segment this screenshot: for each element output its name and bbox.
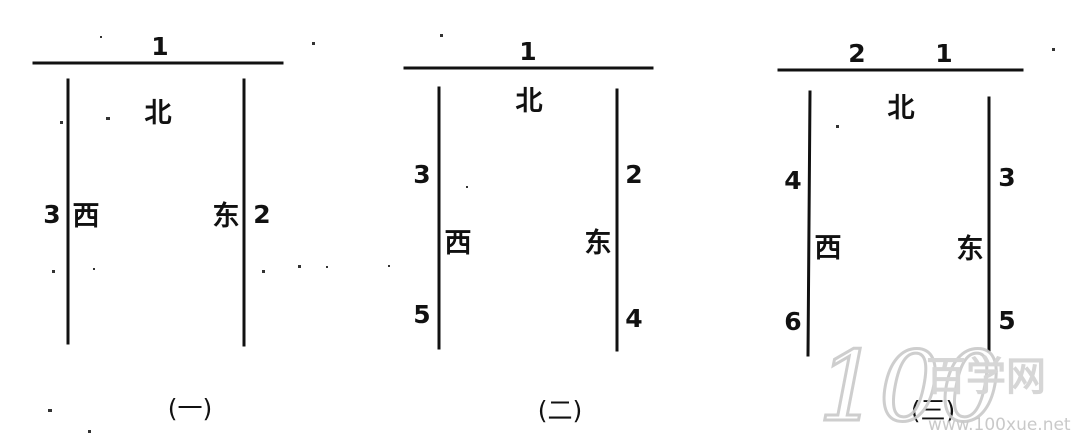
speck bbox=[52, 270, 55, 273]
speck bbox=[88, 430, 91, 433]
speck bbox=[48, 409, 52, 412]
watermark-url: www.100xue.net bbox=[928, 415, 1071, 435]
fig2-east-label: 东 bbox=[585, 227, 612, 259]
fig3-east-label: 东 bbox=[957, 233, 984, 265]
watermark: 100 百学网 www.100xue.net bbox=[817, 330, 1071, 445]
speck bbox=[326, 266, 328, 268]
speck bbox=[93, 268, 95, 270]
fig3-top-label-1: 2 bbox=[848, 39, 865, 68]
figure-3: 2 1 北 4 6 西 东 3 5 (三) bbox=[777, 39, 1055, 425]
fig1-top-label-1: 1 bbox=[151, 32, 168, 61]
speck bbox=[100, 36, 102, 38]
fig3-west-number-upper: 4 bbox=[784, 166, 801, 195]
watermark-logo: 100 bbox=[818, 331, 1001, 443]
fig3-east-number-lower: 5 bbox=[998, 306, 1015, 335]
fig1-west-label: 西 bbox=[73, 201, 100, 232]
watermark-site-name: 百学网 bbox=[926, 354, 1046, 400]
fig1-caption: (一) bbox=[168, 394, 213, 423]
speck bbox=[1052, 48, 1055, 51]
speck bbox=[106, 117, 110, 120]
fig2-top-label-1: 1 bbox=[519, 37, 536, 66]
fig2-west-number-upper: 3 bbox=[413, 160, 430, 189]
fig3-east-number-upper: 3 bbox=[998, 163, 1015, 192]
fig3-top-label-2: 1 bbox=[935, 39, 952, 68]
speck bbox=[388, 265, 390, 267]
figure-1: 1 北 3 西 东 2 (一) bbox=[32, 32, 390, 433]
fig3-caption: (三) bbox=[911, 396, 956, 425]
speck bbox=[60, 121, 63, 124]
speck bbox=[298, 265, 301, 268]
speck bbox=[466, 186, 468, 188]
fig3-west-line bbox=[806, 90, 812, 357]
fig3-west-number-lower: 6 bbox=[784, 307, 801, 336]
fig1-east-label: 东 bbox=[213, 200, 240, 232]
fig2-caption: (二) bbox=[538, 396, 583, 425]
fig1-west-number: 3 bbox=[43, 200, 60, 229]
fig1-east-number: 2 bbox=[253, 200, 270, 229]
fig2-west-number-lower: 5 bbox=[413, 300, 430, 329]
fig2-west-label: 西 bbox=[445, 228, 472, 259]
speck bbox=[312, 42, 315, 45]
speck bbox=[262, 270, 265, 273]
fig2-east-number-upper: 2 bbox=[625, 160, 642, 189]
fig2-north-label: 北 bbox=[516, 86, 543, 117]
speck bbox=[836, 125, 839, 128]
fig3-west-label: 西 bbox=[815, 233, 842, 264]
fig3-north-label: 北 bbox=[888, 93, 915, 124]
figure-2: 1 北 3 5 西 东 2 4 (二) bbox=[403, 34, 654, 425]
fig2-east-number-lower: 4 bbox=[625, 304, 642, 333]
fig1-north-label: 北 bbox=[145, 98, 172, 129]
speck bbox=[440, 34, 443, 37]
